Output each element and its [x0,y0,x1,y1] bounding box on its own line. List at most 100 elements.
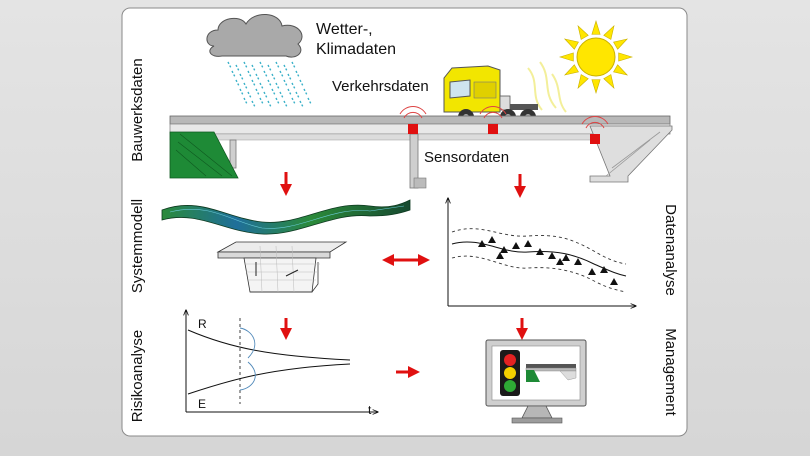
rain-drop [283,64,288,72]
sun-ray [603,24,615,40]
rain-drop [275,97,280,105]
effect-curve [187,363,351,395]
rain-drop [267,100,272,108]
sensor-right [581,115,609,144]
effect-distribution [239,361,256,391]
sun-ray [613,38,629,50]
rain-drop [243,61,248,69]
weather-label-line2: Klimadaten [316,41,396,58]
sun-ray [563,64,579,76]
sensor-left [399,105,427,134]
system-model-label: Systemmodell [129,199,146,293]
risk-analysis-plot: R E t [186,310,378,417]
sensor-middle [479,105,507,134]
data-analysis-plot [448,198,636,306]
rain-drop [255,88,260,96]
sun-ray [558,52,574,62]
time-axis-label: t [368,403,372,417]
rain-drop [247,91,252,99]
rain-drop [267,79,272,87]
sun-ray [591,19,601,35]
measurement-point [600,266,608,273]
sun-icon [527,19,634,113]
measurement-point [496,252,504,259]
deformed-beam-model [161,199,411,235]
plot-lower-band [451,255,627,293]
rain-drop [243,97,248,105]
rain-drop [283,100,288,108]
effect-label: E [198,397,206,411]
rain-drop [259,82,264,90]
rain-drop [279,91,284,99]
measurement-point [524,240,532,247]
rain-drop [295,91,300,99]
rain-drop [263,70,268,78]
diagram-panel [121,7,688,437]
rain-drop [243,82,248,90]
measurement-point [548,252,556,259]
measurement-point [610,278,618,285]
sun-ray [591,79,601,95]
management-label: Management [662,328,679,416]
rain-drop [239,73,244,81]
rain-drop [263,91,268,99]
box-girder-section-model [216,241,348,293]
traffic-data-label: Verkehrsdaten [332,78,429,95]
mini-bridge-icon [525,364,577,382]
rain-drop [275,61,280,69]
rain-drop [295,70,300,78]
flow-arrows [280,172,528,378]
rain-drop [303,88,308,96]
rain-drop [267,64,272,72]
rain-drop [235,79,240,87]
sun-ray [613,64,629,76]
rain-drop [247,70,252,78]
rain-drop [259,97,264,105]
measurement-point [562,254,570,261]
measurement-point [556,258,564,265]
measurement-point [478,240,486,247]
sun-ray [577,74,589,90]
rain-drop [227,61,232,69]
rain-drop [279,70,284,78]
sun-ray [563,38,579,50]
rain-drop [259,61,264,69]
rain-drop [287,88,292,96]
sun-ray [618,52,634,62]
rain-drop [271,73,276,81]
measurement-point [500,246,508,253]
measurement-point [536,248,544,255]
measurement-point [488,236,496,243]
rain-drop [307,97,312,105]
measurement-point [574,258,582,265]
rain-drop [283,79,288,87]
resistance-distribution [239,327,256,359]
cloud-icon [206,14,303,58]
building-data-label: Bauwerksdaten [129,58,146,161]
rain-drop [299,79,304,87]
rain-drop [251,100,256,108]
light-green [504,380,516,392]
rain-icon [227,61,312,108]
data-analysis-label: Datenanalyse [662,204,679,296]
sun-ray [577,24,589,40]
rain-drop [251,64,256,72]
resistance-label: R [198,317,207,331]
rain-drop [271,88,276,96]
rain-drop [235,64,240,72]
resistance-curve [187,329,351,361]
rain-drop [291,97,296,105]
rain-drop [255,73,260,81]
rain-drop [231,70,236,78]
risk-analysis-label: Risikoanalyse [129,330,146,423]
rain-drop [239,88,244,96]
plot-upper-band [451,228,627,265]
light-yellow [504,367,516,379]
rain-drop [299,100,304,108]
plot-mean-line [451,241,627,277]
rain-drop [275,82,280,90]
bridge [169,115,673,189]
embankment [169,131,239,179]
rain-drop [291,61,296,69]
